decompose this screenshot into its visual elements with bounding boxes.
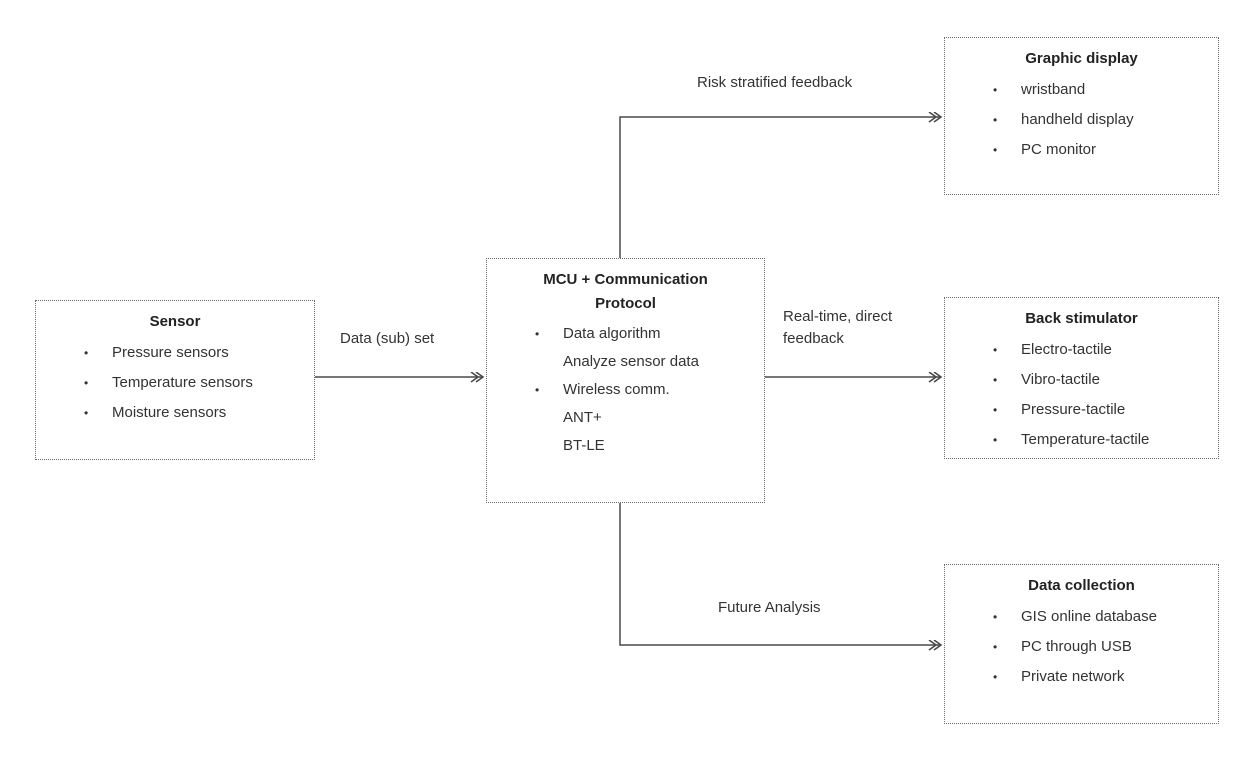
arrow-label-risk-stratified-feedback: Risk stratified feedback [697,74,853,91]
list-item-label: PC through USB [1021,638,1132,655]
list-item: • handheld display [945,105,1218,135]
bullet-icon: • [993,640,998,654]
bullet-icon: • [993,83,998,97]
mcu-box-title: MCU + Communication Protocol [543,271,708,312]
list-item: • wristband [945,75,1218,105]
graphic-display-box: Graphic display • wristband • handheld d… [944,37,1219,195]
graphic-display-box-title: Graphic display [1025,50,1138,67]
list-item-label: PC monitor [1021,141,1097,158]
arrow-label-future-analysis: Future Analysis [718,599,821,616]
sensor-box: Sensor • Pressure sensors • Temperature … [35,300,315,460]
data-collection-box-title: Data collection [1028,577,1135,594]
arrow-label-realtime-direct-feedback: Real-time, direct feedback [783,308,893,347]
data-collection-box: Data collection • GIS online database • … [944,564,1219,724]
list-item: • Private network [945,662,1218,692]
bullet-icon: • [535,383,540,397]
list-item: • PC monitor [945,135,1218,165]
list-item-label: Analyze sensor data [563,353,699,370]
list-item: • Wireless comm. [487,376,764,404]
bullet-icon: • [535,327,540,341]
back-stimulator-box: Back stimulator • Electro-tactile • Vibr… [944,297,1219,459]
list-item-label: Data algorithm [563,325,661,342]
list-item: • Temperature-tactile [945,425,1218,455]
list-item-label: Wireless comm. [563,381,670,398]
bullet-icon: • [84,346,89,360]
bullet-icon: • [993,343,998,357]
list-item: • Temperature sensors [36,368,314,398]
bullet-icon: • [993,670,998,684]
list-item-label: wristband [1021,81,1086,98]
list-item: • PC through USB [945,632,1218,662]
bullet-icon: • [993,113,998,127]
arrow-mcu-to-graphic-display [619,117,940,258]
mcu-communication-box: MCU + Communication Protocol • Data algo… [486,258,765,503]
bullet-icon: • [84,376,89,390]
list-item-label: Private network [1021,668,1125,685]
list-item-label: Electro-tactile [1021,341,1112,358]
bullet-icon: • [993,143,998,157]
list-item-label: Temperature sensors [112,374,253,391]
arrow-mcu-to-data-collection [619,503,940,645]
list-item-label: Pressure sensors [112,344,229,361]
bullet-icon: • [84,406,89,420]
arrow-label-data-subset: Data (sub) set [340,330,435,347]
list-item: • BT-LE [487,432,764,460]
list-item: • Pressure-tactile [945,395,1218,425]
list-item: • Moisture sensors [36,398,314,428]
list-item-label: ANT+ [563,409,602,426]
list-item: • Data algorithm [487,320,764,348]
back-stimulator-box-title: Back stimulator [1025,310,1138,327]
list-item-label: BT-LE [563,437,605,454]
list-item: • ANT+ [487,404,764,432]
list-item-label: handheld display [1021,111,1134,128]
list-item-label: Temperature-tactile [1021,431,1150,448]
list-item: • Pressure sensors [36,338,314,368]
list-item-label: Moisture sensors [112,404,227,421]
list-item: • Analyze sensor data [487,348,764,376]
list-item: • Vibro-tactile [945,365,1218,395]
bullet-icon: • [993,433,998,447]
bullet-icon: • [993,403,998,417]
bullet-icon: • [993,610,998,624]
sensor-box-title: Sensor [149,313,201,330]
list-item-label: Pressure-tactile [1021,401,1126,418]
list-item-label: GIS online database [1021,608,1157,625]
list-item: • GIS online database [945,602,1218,632]
list-item-label: Vibro-tactile [1021,371,1100,388]
bullet-icon: • [993,373,998,387]
list-item: • Electro-tactile [945,335,1218,365]
